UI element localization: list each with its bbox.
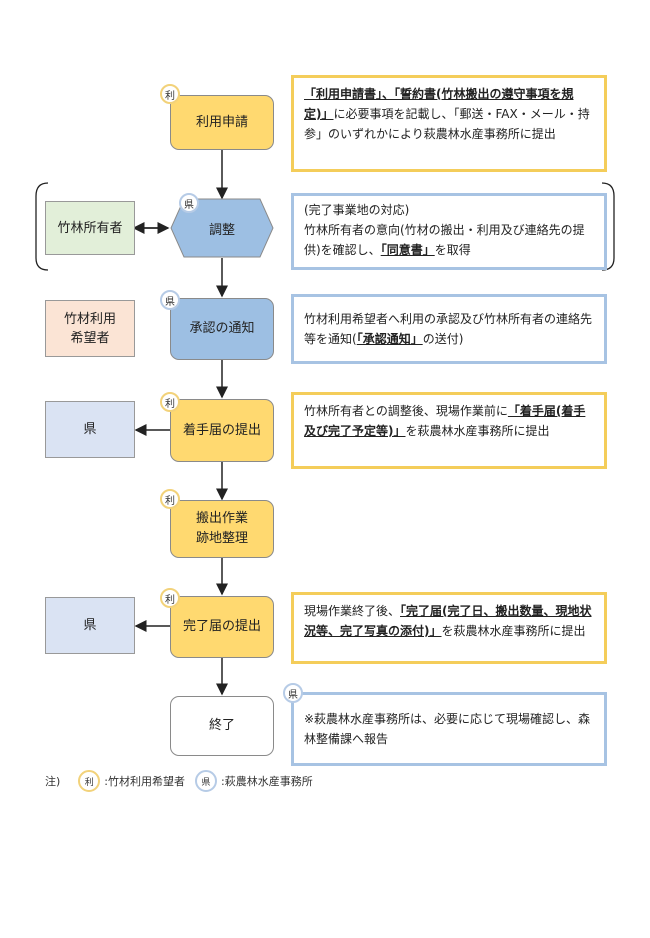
badge-ken: 県 [179,193,199,213]
bamboo-applicant-box: 竹材利用 希望者 [45,300,135,357]
step-label: 着手届の提出 [182,422,261,438]
note-coordination: (完了事業地の対応) 竹林所有者の意向(竹材の搬出・利用及び連絡先の提供)を確認… [291,193,607,270]
note-emphasis: 「承認通知」 [356,332,423,346]
step-approval-notice: 承認の通知 [170,298,274,360]
note-start: 竹林所有者との調整後、現場作業前に「着手届(着手及び完了予定等)」を萩農林水産事… [291,392,607,469]
step-start-notice: 着手届の提出 [170,399,274,462]
badge-ri: 利 [160,489,180,509]
note-emphasis: 「着手届(着手及び完了予定等)」 [304,404,586,438]
step-coordination: 調整 [170,198,274,258]
badge-ri: 利 [160,392,180,412]
legend-note-label: 注) [45,775,61,788]
prefecture-box: 県 [45,597,135,654]
right-bracket [601,182,615,271]
step-label: 完了届の提出 [182,619,261,634]
badge-ken: 県 [195,770,218,792]
note-application: 「利用申請書」、「誓約書(竹林搬出の遵守事項を規定)」に必要事項を記載し、「郵送… [291,75,607,172]
legend-ri-desc: :竹材利用希望者 [104,775,186,788]
step-label: 利用申請 [195,114,248,130]
note-completion: 現場作業終了後、「完了届(完了日、搬出数量、現地状況等、完了写真の添付)」を萩農… [291,592,607,664]
step-coordination-shape [170,198,274,258]
badge-ken: 県 [283,683,303,703]
left-bracket [35,182,49,271]
note-emphasis: 「利用申請書」、「誓約書(竹林搬出の遵守事項を規定)」 [304,87,574,121]
legend: 注) 利 :竹材利用希望者 県 :萩農林水産事務所 [45,770,313,792]
badge-ri: 利 [160,84,180,104]
note-emphasis: 「完了届(完了日、搬出数量、現地状況等、完了写真の添付)」 [304,604,592,638]
note-end: ※萩農林水産事務所は、必要に応じて現場確認し、森林整備課へ報告 [291,692,607,766]
step-end: 終了 [170,696,274,756]
bamboo-owner-box: 竹林所有者 [45,201,135,255]
step-label: 搬出作業 跡地整理 [195,511,248,546]
step-completion-notice: 完了届の提出 [170,596,274,658]
step-label: 終了 [208,718,235,733]
step-usage-application: 利用申請 [170,95,274,150]
legend-ken-desc: :萩農林水産事務所 [221,775,313,788]
badge-ri: 利 [78,770,101,792]
step-removal-work: 搬出作業 跡地整理 [170,500,274,558]
badge-ri: 利 [160,588,180,608]
prefecture-box: 県 [45,401,135,458]
note-emphasis: 「同意書」 [380,243,435,257]
step-label: 調整 [208,222,235,238]
note-approval: 竹材利用希望者へ利用の承認及び竹林所有者の連絡先等を通知(「承認通知」の送付) [291,294,607,364]
badge-ken: 県 [160,290,180,310]
step-label: 承認の通知 [189,321,255,336]
